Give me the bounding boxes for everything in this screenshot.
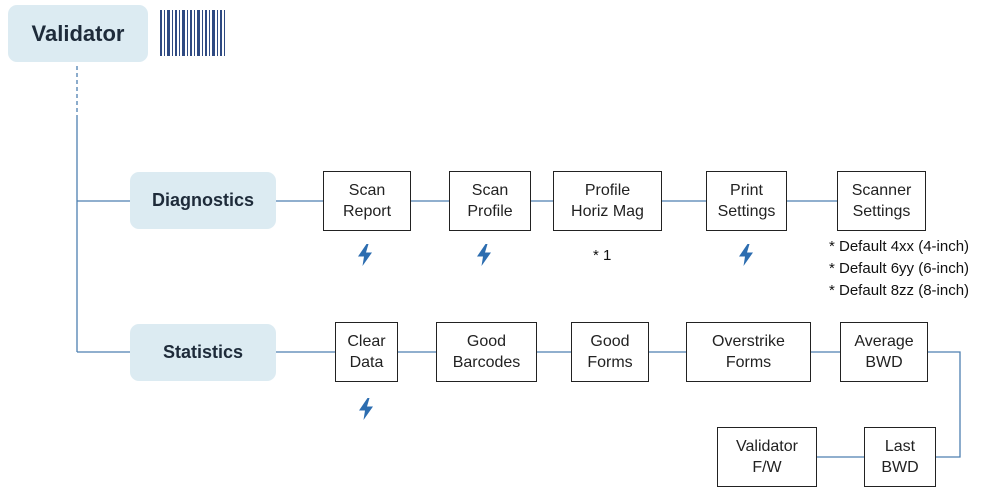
node-label-line2: Forms	[587, 354, 633, 371]
node-label-line1: Scan	[471, 182, 509, 199]
node-label-line2: Forms	[725, 354, 772, 371]
statistics-section: Statistics	[130, 324, 276, 381]
validator-fw-node: Validator F/W	[717, 427, 817, 487]
node-label-line2: Horiz Mag	[571, 203, 644, 220]
scan-report-node: Scan Report	[323, 171, 411, 231]
clear-data-node: Clear Data	[335, 322, 398, 382]
node-label-line2: Settings	[852, 203, 911, 220]
lightning-bolt-icon	[477, 244, 491, 266]
node-label-line2: Profile	[467, 203, 513, 220]
overstrike-forms-node: Overstrike Forms	[686, 322, 811, 382]
node-label-line1: Average	[854, 333, 914, 350]
lightning-bolt-icon	[359, 398, 373, 420]
node-label-line1: Clear	[347, 333, 386, 350]
node-label-line1: Scanner	[851, 182, 912, 199]
node-label-line2: Report	[342, 203, 392, 220]
node-label-line1: Good	[590, 333, 630, 350]
node-label-line2: F/W	[752, 459, 782, 476]
profile-horiz-mag-node: Profile Horiz Mag	[553, 171, 662, 231]
validator-title: Validator	[31, 20, 125, 46]
node-label-line2: Barcodes	[452, 354, 521, 371]
node-label-line1: Profile	[584, 182, 631, 199]
diagnostics-section: Diagnostics	[130, 172, 276, 229]
print-settings-node: Print Settings	[706, 171, 787, 231]
scan-profile-node: Scan Profile	[449, 171, 531, 231]
average-bwd-node: Average BWD	[840, 322, 928, 382]
node-label-line1: Good	[466, 333, 507, 350]
node-label-line1: Validator	[736, 438, 798, 455]
profile-footnote: * 1	[593, 247, 612, 264]
scanner-default-note: * Default 4xx (4-inch)	[829, 238, 970, 255]
good-forms-node: Good Forms	[571, 322, 649, 382]
node-label-line1: Last	[884, 438, 916, 455]
lightning-bolt-icon	[739, 244, 753, 266]
node-label-line2: Settings	[717, 203, 776, 220]
lightning-bolt-icon	[358, 244, 372, 266]
node-label-line1: Overstrike	[712, 333, 785, 350]
diagnostics-label: Diagnostics	[151, 190, 255, 210]
node-label-line2: BWD	[881, 459, 919, 476]
scanner-settings-node: Scanner Settings	[837, 171, 926, 231]
scanner-default-note: * Default 8zz (8-inch)	[829, 282, 970, 299]
node-label-line2: BWD	[865, 354, 903, 371]
node-label-line1: Print	[730, 182, 763, 199]
barcode-icon	[160, 10, 225, 56]
statistics-label: Statistics	[162, 342, 244, 362]
last-bwd-node: Last BWD	[864, 427, 936, 487]
good-barcodes-node: Good Barcodes	[436, 322, 537, 382]
scanner-default-note: * Default 6yy (6-inch)	[829, 260, 970, 277]
node-label-line1: Scan	[348, 182, 386, 199]
node-label-line2: Data	[349, 354, 384, 371]
validator-root: Validator	[8, 5, 148, 62]
